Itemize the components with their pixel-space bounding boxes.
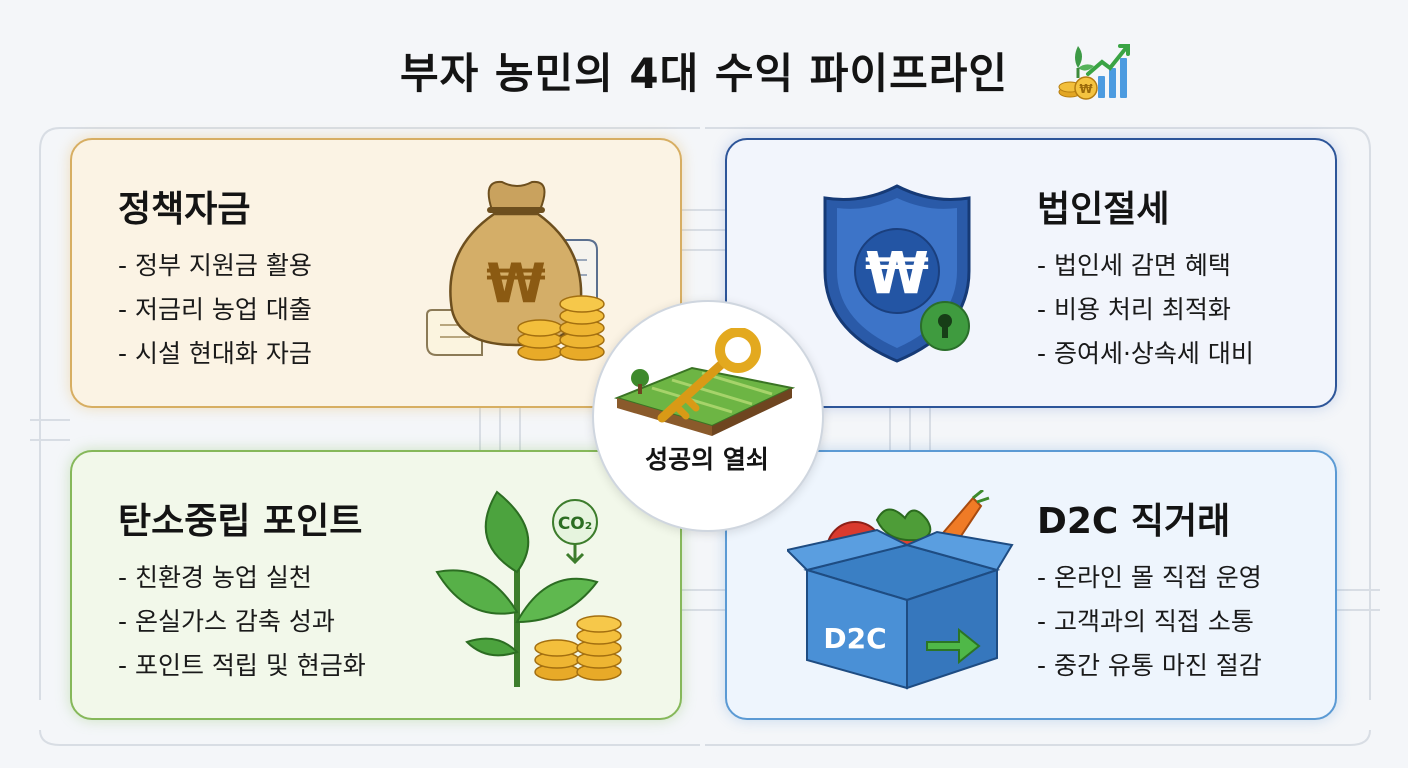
carbon-point-card: 탄소중립 포인트 친환경 농업 실천 온실가스 감축 성과 포인트 적립 및 현… <box>70 450 682 720</box>
key-field-icon <box>613 328 796 436</box>
card-title-carbon: 탄소중립 포인트 <box>118 501 363 542</box>
list-item: 법인세 감면 혜택 <box>1037 244 1254 288</box>
list-item: 정부 지원금 활용 <box>118 244 312 288</box>
svg-text:₩: ₩ <box>1079 82 1093 96</box>
svg-text:₩: ₩ <box>486 252 546 315</box>
money-bag-icon: ₩ <box>426 180 605 361</box>
card-title-policy: 정책자금 <box>118 189 251 230</box>
d2c-box-label: D2C <box>823 622 886 655</box>
tax-list: 법인세 감면 혜택 비용 처리 최적화 증여세·상속세 대비 <box>1037 244 1254 376</box>
co2-label: CO₂ <box>558 514 592 534</box>
policy-list: 정부 지원금 활용 저금리 농업 대출 시설 현대화 자금 <box>118 244 312 376</box>
policy-fund-card: 정책자금 정부 지원금 활용 저금리 농업 대출 시설 현대화 자금 ₩ <box>70 138 682 408</box>
list-item: 저금리 농업 대출 <box>118 288 312 332</box>
list-item: 포인트 적립 및 현금화 <box>118 644 366 688</box>
list-item: 비용 처리 최적화 <box>1037 288 1254 332</box>
growth-chart-icon: ₩ <box>1058 44 1130 100</box>
list-item: 온라인 몰 직접 운영 <box>1037 556 1262 600</box>
list-item: 중간 유통 마진 절감 <box>1037 644 1262 688</box>
produce-box-icon: D2C <box>787 490 1014 690</box>
svg-text:₩: ₩ <box>865 239 929 307</box>
list-item: 시설 현대화 자금 <box>118 332 312 376</box>
shield-lock-icon: ₩ <box>823 184 971 363</box>
d2c-list: 온라인 몰 직접 운영 고객과의 직접 소통 중간 유통 마진 절감 <box>1037 556 1262 688</box>
card-title-d2c: D2C 직거래 <box>1037 501 1231 542</box>
plant-co2-icon: CO₂ <box>435 490 622 687</box>
center-label: 성공의 열쇠 <box>645 445 769 474</box>
card-title-tax: 법인절세 <box>1037 189 1170 230</box>
list-item: 고객과의 직접 소통 <box>1037 600 1262 644</box>
list-item: 친환경 농업 실천 <box>118 556 366 600</box>
corporate-tax-card: 법인절세 법인세 감면 혜택 비용 처리 최적화 증여세·상속세 대비 ₩ <box>725 138 1337 408</box>
d2c-direct-trade-card: D2C 직거래 온라인 몰 직접 운영 고객과의 직접 소통 중간 유통 마진 … <box>725 450 1337 720</box>
list-item: 온실가스 감축 성과 <box>118 600 366 644</box>
carbon-list: 친환경 농업 실천 온실가스 감축 성과 포인트 적립 및 현금화 <box>118 556 366 688</box>
list-item: 증여세·상속세 대비 <box>1037 332 1254 376</box>
page-title: 부자 농민의 4대 수익 파이프라인 <box>399 49 1009 98</box>
